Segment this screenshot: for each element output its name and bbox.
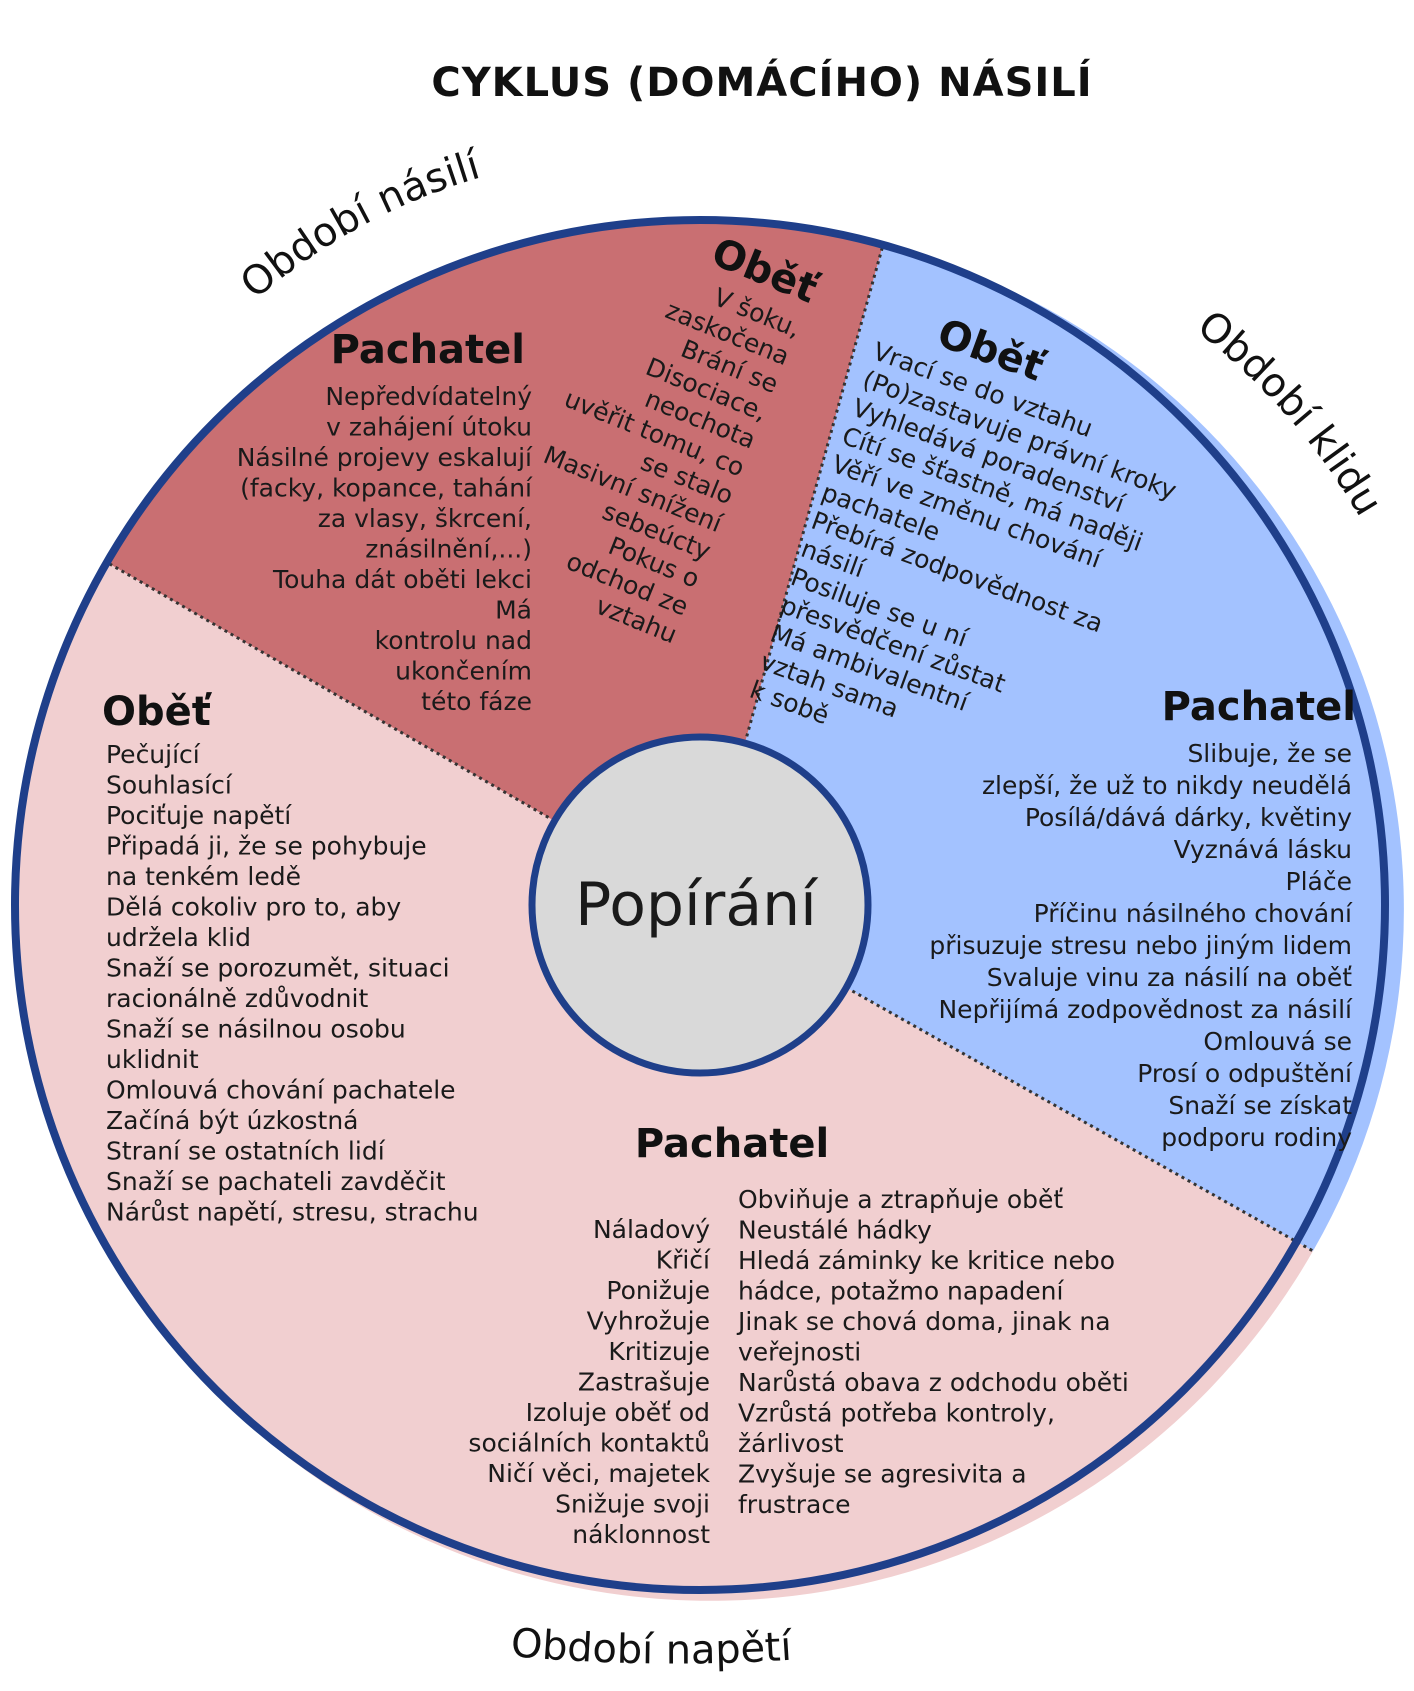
center-label: Popírání <box>575 870 819 940</box>
divider-line <box>699 903 1314 1253</box>
tension-perpetrator-heading: Pachatel <box>635 1121 829 1167</box>
text-line: Kritizuje <box>608 1337 710 1366</box>
text-line: znásilnění,...) <box>365 535 532 564</box>
text-line: Snaží se pachateli zavděčit <box>106 1167 446 1196</box>
text-line: Vyhrožuje <box>587 1307 710 1336</box>
text-line: Pečující <box>106 740 201 769</box>
text-line: Snižuje svoji <box>555 1490 710 1519</box>
text-line: žárlivost <box>738 1429 844 1458</box>
tension-victim-heading: Oběť <box>102 689 213 735</box>
diagram-title: CYKLUS (DOMÁCÍHO) NÁSILÍ <box>431 58 1092 106</box>
text-line: Slibuje, že se <box>1187 739 1352 768</box>
text-line: Křičí <box>656 1246 711 1275</box>
text-line: ukončením <box>395 657 532 686</box>
text-line: této fáze <box>421 687 532 716</box>
tension-phase-segment <box>16 563 1313 1601</box>
text-line: Ničí věci, majetek <box>487 1459 710 1488</box>
text-line: Omlouvá se <box>1203 1027 1352 1056</box>
text-line: Dělá cokoliv pro to, aby <box>106 893 401 922</box>
text-line: Jinak se chová doma, jinak na <box>736 1307 1111 1336</box>
text-line: Nepředvídatelný <box>325 382 532 411</box>
phase-label-tension: Období napětí <box>509 1620 795 1673</box>
text-line: Začíná být úzkostná <box>106 1106 359 1135</box>
outer-ring <box>11 216 1389 1594</box>
text-line: Ponižuje <box>606 1276 710 1305</box>
text-line: Násilné projevy eskalují <box>237 443 533 472</box>
text-line: Neustálé hádky <box>738 1216 932 1245</box>
text-line: Připadá ji, že se pohybuje <box>106 832 427 861</box>
text-line: přisuzuje stresu nebo jiným lidem <box>929 931 1352 960</box>
calm-perpetrator-lines: Slibuje, že se zlepší, že už to nikdy neu… <box>929 739 1353 1152</box>
text-line: Nepřijímá zodpovědnost za násilí <box>938 995 1353 1024</box>
text-line: Svaluje vinu za násilí na oběť <box>987 963 1352 992</box>
calm-phase-segment <box>700 245 1404 1251</box>
calm-perpetrator-heading: Pachatel <box>1162 684 1356 730</box>
text-line: Touha dát oběti lekci <box>272 565 532 594</box>
text-line: Nárůst napětí, stresu, strachu <box>106 1198 479 1227</box>
text-line: kontrolu nad <box>375 626 532 655</box>
text-line: Má <box>495 596 532 625</box>
text-line: Vyznává lásku <box>1174 835 1352 864</box>
text-line: Snaží se získat <box>1168 1091 1352 1120</box>
text-line: zlepší, že už to nikdy neudělá <box>982 771 1352 800</box>
text-line: udržela klid <box>106 923 251 952</box>
text-line: Snaží se násilnou osobu <box>106 1015 406 1044</box>
text-line: na tenkém ledě <box>106 862 301 891</box>
text-line: frustrace <box>738 1490 850 1519</box>
text-line: (facky, kopance, tahání <box>240 474 533 503</box>
violence-perpetrator-heading: Pachatel <box>331 327 525 373</box>
text-line: Vzrůstá potřeba kontroly, <box>738 1399 1055 1428</box>
text-line: Narůstá obava z odchodu oběti <box>738 1368 1129 1397</box>
text-line: uklidnit <box>106 1045 199 1074</box>
text-line: veřejnosti <box>738 1338 861 1367</box>
center-circle <box>528 733 872 1077</box>
text-line: Zastrašuje <box>578 1368 710 1397</box>
text-line: Náladový <box>593 1215 710 1244</box>
text-line: hádce, potažmo napadení <box>738 1277 1065 1306</box>
calm-victim-lines: Vrací se do vztahu(Po)zastavuje právní k… <box>746 337 1180 731</box>
tension-perpetrator-left-lines: NáladovýKřičíPonižujeVyhrožujeKritizujeZ… <box>468 1215 711 1549</box>
text-line: náklonnost <box>572 1520 710 1549</box>
text-line: Posílá/dává dárky, květiny <box>1025 803 1352 832</box>
text-line: sociálních kontaktů <box>468 1429 710 1458</box>
text-line: Prosí o odpuštění <box>1137 1059 1353 1088</box>
text-line: Hledá záminky ke kritice nebo <box>738 1246 1115 1275</box>
text-line: Souhlasící <box>106 771 233 800</box>
text-line: Omlouvá chování pachatele <box>106 1076 456 1105</box>
text-line: Příčinu násilného chování <box>1034 899 1353 928</box>
text-line: podporu rodiny <box>1161 1123 1352 1152</box>
text-line: Zvyšuje se agresivita a <box>738 1460 1027 1489</box>
text-line: Pociťuje napětí <box>106 801 292 830</box>
text-line: Straní se ostatních lidí <box>106 1137 386 1166</box>
text-line: racionálně zdůvodnit <box>106 984 368 1013</box>
text-line: Izoluje oběť od <box>526 1398 710 1427</box>
text-line: v zahájení útoku <box>326 413 532 442</box>
text-line: za vlasy, škrcení, <box>318 504 532 533</box>
text-line: Pláče <box>1286 867 1352 896</box>
text-line: Obviňuje a ztrapňuje oběť <box>738 1185 1063 1214</box>
text-line: Snaží se porozumět, situaci <box>106 954 450 983</box>
